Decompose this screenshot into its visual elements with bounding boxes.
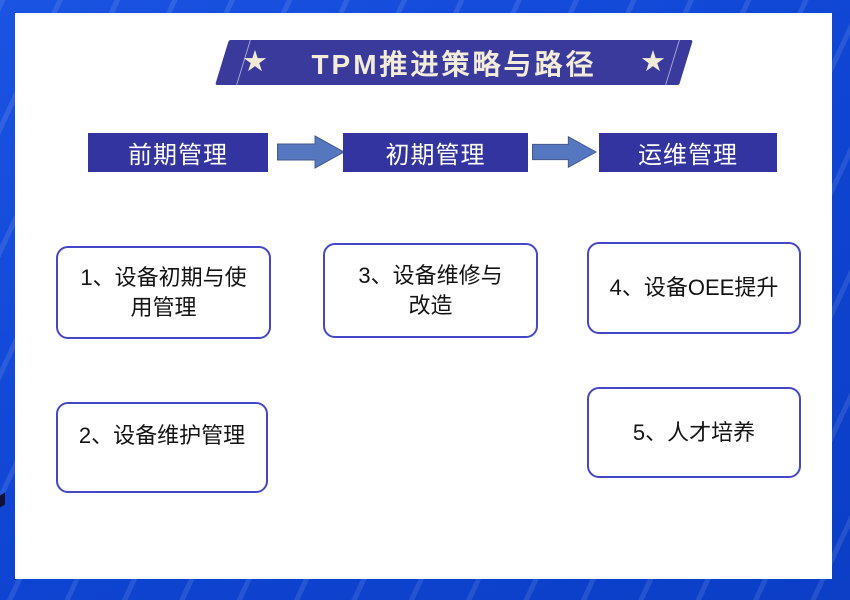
right-arrow-icon xyxy=(532,135,597,169)
card-equipment-repair-retrofit: 3、设备维修与 改造 xyxy=(323,243,538,338)
card-text-line: 2、设备维护管理 xyxy=(78,423,246,448)
card-text-line: 改造 xyxy=(408,292,453,318)
star-icon-left: ★ xyxy=(242,46,268,78)
card-equipment-maintenance-management: 2、设备维护管理 xyxy=(56,402,268,493)
card-equipment-oee-improvement: 4、设备OEE提升 xyxy=(587,242,801,334)
frame-notch-mark xyxy=(0,492,5,508)
card-talent-development: 5、人才培养 xyxy=(587,387,801,478)
title-banner: ★ TPM推进策略与路径 ★ xyxy=(215,40,693,85)
phase-label: 前期管理 xyxy=(128,142,228,169)
phase-box-operations-management: 运维管理 xyxy=(599,133,777,172)
card-text-line: 5、人才培养 xyxy=(632,419,756,445)
card-equipment-initial-use-management: 1、设备初期与使 用管理 xyxy=(56,246,271,339)
card-text-line: 1、设备初期与使 xyxy=(80,264,247,290)
right-arrow-icon xyxy=(277,135,345,169)
phase-label: 运维管理 xyxy=(638,142,738,169)
phase-label: 初期管理 xyxy=(385,142,486,169)
star-icon-right: ★ xyxy=(640,46,666,78)
card-text-line: 3、设备维修与 xyxy=(358,262,503,288)
banner-content: ★ TPM推进策略与路径 ★ xyxy=(222,40,686,85)
page-title: TPM推进策略与路径 xyxy=(311,48,597,80)
card-text-line: 用管理 xyxy=(130,294,197,320)
phase-box-early-management: 前期管理 xyxy=(88,133,268,172)
phase-box-initial-management: 初期管理 xyxy=(343,133,528,172)
card-text-line: 4、设备OEE提升 xyxy=(609,275,779,300)
